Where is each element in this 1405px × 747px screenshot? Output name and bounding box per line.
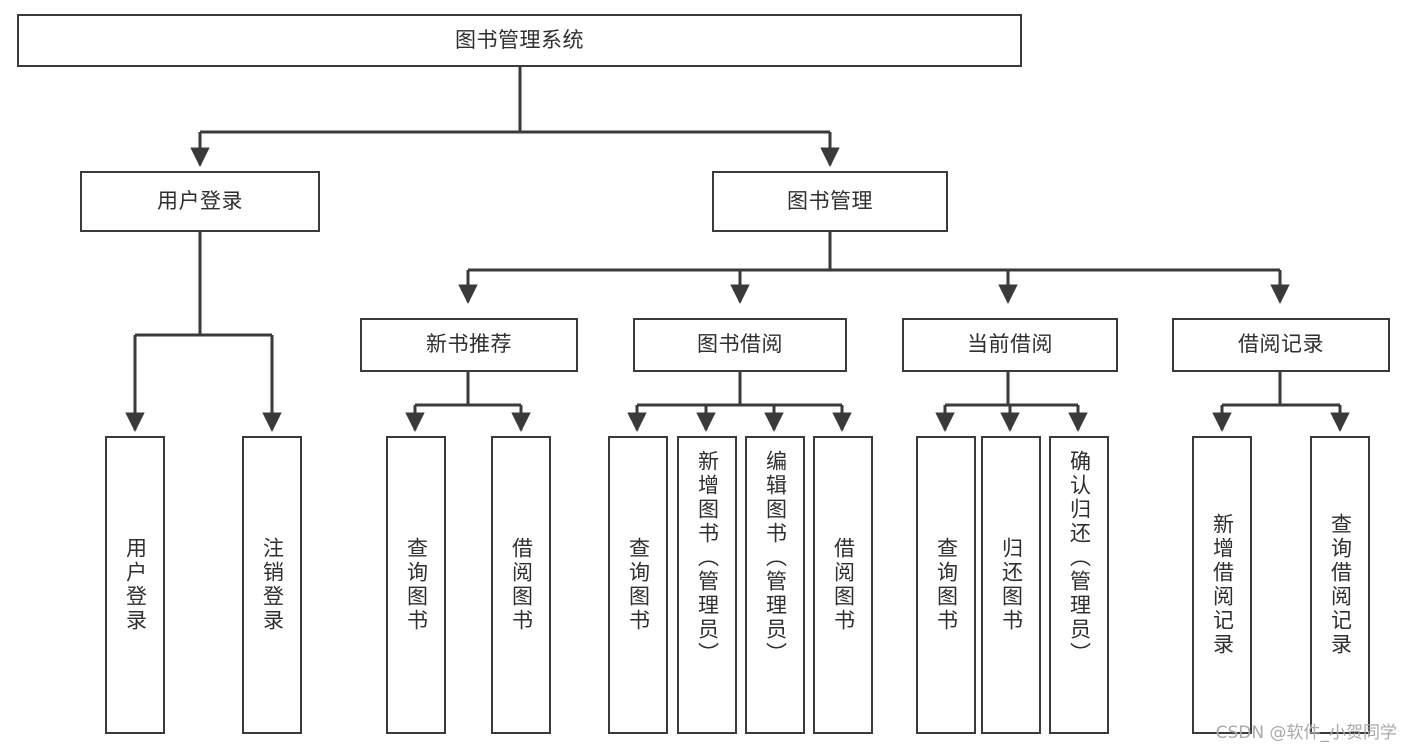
leaf-user-login-label: 用户登录 [123, 537, 148, 633]
leaf-logout[interactable]: 注销登录 [242, 436, 302, 734]
node-book-management[interactable]: 图书管理 [712, 171, 948, 232]
node-user-login-label: 用户登录 [157, 188, 243, 213]
leaf-confirm-return-admin[interactable]: 确认归还（管理员） [1049, 436, 1109, 734]
node-root-label: 图书管理系统 [455, 27, 584, 52]
node-borrow-records[interactable]: 借阅记录 [1172, 318, 1390, 372]
node-new-book-recommend-label: 新书推荐 [426, 332, 512, 357]
leaf-borrow-book-label: 借阅图书 [831, 537, 856, 633]
leaf-edit-book-admin-label: 编辑图书（管理员） [763, 450, 788, 666]
leaf-query-book-current[interactable]: 查询图书 [916, 436, 976, 734]
leaf-query-book-recommend-label: 查询图书 [404, 537, 429, 633]
leaf-confirm-return-admin-label: 确认归还（管理员） [1067, 450, 1092, 666]
node-current-borrow[interactable]: 当前借阅 [902, 318, 1118, 372]
leaf-query-borrow-record-label: 查询借阅记录 [1328, 513, 1353, 657]
leaf-user-login[interactable]: 用户登录 [105, 436, 165, 734]
node-borrow-records-label: 借阅记录 [1238, 332, 1324, 357]
node-root[interactable]: 图书管理系统 [17, 14, 1022, 67]
leaf-logout-label: 注销登录 [260, 537, 285, 633]
leaf-borrow-book-recommend[interactable]: 借阅图书 [491, 436, 551, 734]
node-new-book-recommend[interactable]: 新书推荐 [360, 318, 578, 372]
leaf-return-book-label: 归还图书 [999, 537, 1024, 633]
leaf-edit-book-admin[interactable]: 编辑图书（管理员） [745, 436, 805, 734]
leaf-query-book-current-label: 查询图书 [934, 537, 959, 633]
node-book-borrow[interactable]: 图书借阅 [633, 318, 847, 372]
leaf-borrow-book-recommend-label: 借阅图书 [509, 537, 534, 633]
node-book-borrow-label: 图书借阅 [697, 332, 783, 357]
node-book-management-label: 图书管理 [787, 188, 873, 213]
leaf-query-book-recommend[interactable]: 查询图书 [386, 436, 446, 734]
leaf-add-book-admin[interactable]: 新增图书（管理员） [677, 436, 737, 734]
leaf-add-borrow-record[interactable]: 新增借阅记录 [1192, 436, 1252, 734]
leaf-query-book-borrow-label: 查询图书 [626, 537, 651, 633]
leaf-return-book[interactable]: 归还图书 [981, 436, 1041, 734]
node-current-borrow-label: 当前借阅 [967, 332, 1053, 357]
leaf-query-borrow-record[interactable]: 查询借阅记录 [1310, 436, 1370, 734]
leaf-query-book-borrow[interactable]: 查询图书 [608, 436, 668, 734]
leaf-borrow-book[interactable]: 借阅图书 [813, 436, 873, 734]
watermark-text: CSDN @软件_小贺同学 [1215, 723, 1397, 743]
leaf-add-borrow-record-label: 新增借阅记录 [1210, 513, 1235, 657]
node-user-login[interactable]: 用户登录 [80, 171, 320, 232]
leaf-add-book-admin-label: 新增图书（管理员） [695, 450, 720, 666]
